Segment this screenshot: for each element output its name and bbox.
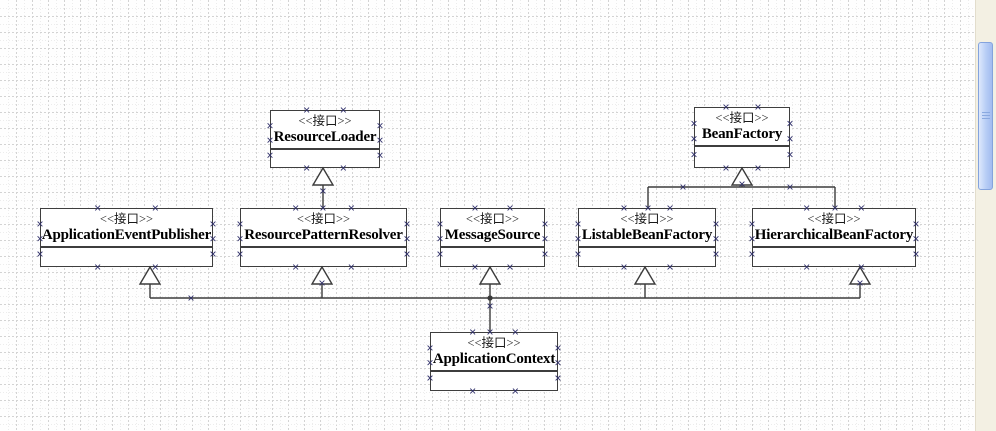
interface-name: MessageSource — [444, 226, 541, 243]
class-members-compartment — [241, 248, 406, 266]
class-members-compartment — [753, 248, 915, 266]
class-members-compartment — [695, 147, 789, 167]
stereotype-label: <<接口>> — [99, 211, 154, 226]
class-members-compartment — [579, 248, 715, 266]
vertical-scrollbar[interactable] — [975, 0, 996, 431]
interface-name: ApplicationEventPublisher — [41, 226, 212, 243]
scrollbar-thumb[interactable] — [978, 42, 993, 190]
interface-name: ListableBeanFactory — [581, 226, 713, 243]
interface-name: ResourcePatternResolver — [244, 226, 403, 243]
stereotype-label: <<接口>> — [465, 211, 520, 226]
stereotype-label: <<接口>> — [620, 211, 674, 226]
class-title-compartment: <<接口>> ResourceLoader — [271, 111, 379, 150]
interface-name: ApplicationContext — [432, 350, 556, 367]
stereotype-label: <<接口>> — [807, 211, 861, 226]
stereotype-label: <<接口>> — [715, 110, 769, 125]
interface-name: HierarchicalBeanFactory — [754, 226, 914, 243]
diagram-canvas: <<接口>> ResourceLoader <<接口>> BeanFactory… — [0, 0, 975, 431]
stereotype-label: <<接口>> — [296, 211, 351, 226]
class-title-compartment: <<接口>> HierarchicalBeanFactory — [753, 209, 915, 248]
stereotype-label: <<接口>> — [298, 113, 352, 128]
class-title-compartment: <<接口>> BeanFactory — [695, 108, 789, 147]
class-box-applicationcontext[interactable]: <<接口>> ApplicationContext — [430, 332, 558, 391]
class-box-resourceloader[interactable]: <<接口>> ResourceLoader — [270, 110, 380, 168]
class-box-applicationeventpublisher[interactable]: <<接口>> ApplicationEventPublisher — [40, 208, 213, 267]
class-title-compartment: <<接口>> ListableBeanFactory — [579, 209, 715, 248]
class-title-compartment: <<接口>> ApplicationContext — [431, 333, 557, 372]
class-box-resourcepatternresolver[interactable]: <<接口>> ResourcePatternResolver — [240, 208, 407, 267]
class-members-compartment — [41, 248, 212, 266]
interface-name: ResourceLoader — [273, 128, 377, 145]
class-box-hierarchicalbeanfactory[interactable]: <<接口>> HierarchicalBeanFactory — [752, 208, 916, 267]
class-title-compartment: <<接口>> ResourcePatternResolver — [241, 209, 406, 248]
scrollbar-grip-icon — [981, 112, 990, 120]
class-members-compartment — [431, 372, 557, 390]
class-title-compartment: <<接口>> ApplicationEventPublisher — [41, 209, 212, 248]
interface-name: BeanFactory — [701, 125, 783, 142]
stereotype-label: <<接口>> — [467, 335, 521, 350]
class-box-listablebeanfactory[interactable]: <<接口>> ListableBeanFactory — [578, 208, 716, 267]
class-box-beanfactory[interactable]: <<接口>> BeanFactory — [694, 107, 790, 168]
class-members-compartment — [271, 150, 379, 167]
class-box-messagesource[interactable]: <<接口>> MessageSource — [440, 208, 545, 267]
class-members-compartment — [441, 248, 544, 266]
class-title-compartment: <<接口>> MessageSource — [441, 209, 544, 248]
